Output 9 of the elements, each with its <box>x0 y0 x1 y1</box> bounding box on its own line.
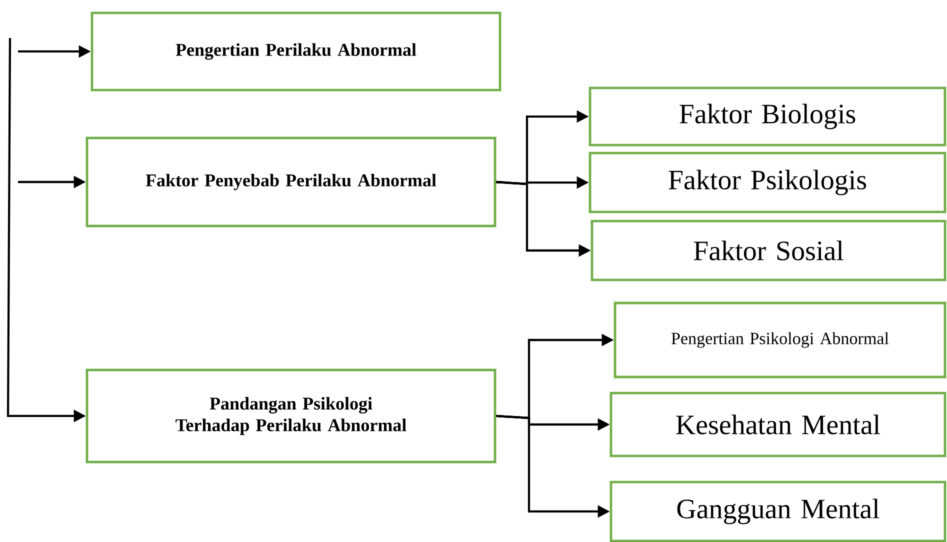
topic-box: Pengertian Psikologi Abnormal <box>614 302 946 378</box>
topic-box: Gangguan Mental <box>610 480 946 542</box>
topic-box: Faktor Penyebab Perilaku Abnormal <box>86 136 496 228</box>
topic-box: Faktor Psikologis <box>588 152 946 214</box>
topic-box: Kesehatan Mental <box>610 392 946 458</box>
topic-box: Faktor Sosial <box>590 220 946 282</box>
topic-box: Faktor Biologis <box>588 86 946 146</box>
topic-box: Pengertian Perilaku Abnormal <box>90 12 502 92</box>
topic-box: Pandangan Psikologi Terhadap Perilaku Abnormal <box>86 368 496 464</box>
